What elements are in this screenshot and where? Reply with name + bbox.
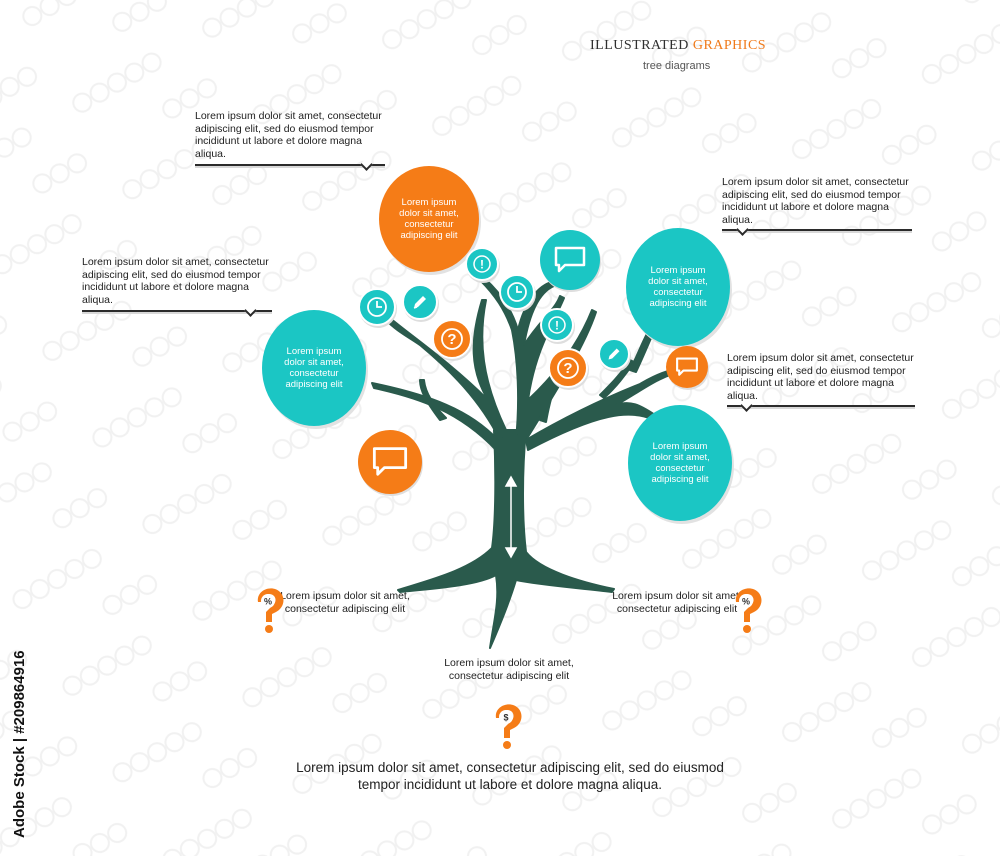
clock-icon-2: [499, 274, 535, 310]
note-top-right-line: [722, 229, 912, 231]
svg-text:Adobe Stock | #209864916: Adobe Stock | #209864916: [11, 650, 28, 838]
exclamation-icon-2: !: [540, 308, 574, 342]
pencil-icon-2: [598, 338, 630, 370]
head-question-dollar-icon: $: [495, 704, 522, 749]
root-label-left: Lorem ipsum dolor sit amet, consectetur …: [280, 590, 410, 615]
question-icon-2: ?: [548, 348, 588, 388]
svg-text:!: !: [480, 258, 484, 272]
note-top-right: Lorem ipsum dolor sit amet, consectetur …: [722, 176, 909, 226]
circle-teal-left: Lorem ipsum dolor sit amet, consectetur …: [262, 310, 366, 426]
speech-bubble-icon: [540, 230, 600, 290]
circle-teal-right-bottom: Lorem ipsum dolor sit amet, consectetur …: [628, 405, 732, 521]
note-mid-right-line: [727, 405, 915, 407]
note-mid-left: Lorem ipsum dolor sit amet, consectetur …: [82, 256, 269, 306]
svg-text:%: %: [264, 597, 272, 607]
svg-text:?: ?: [447, 331, 456, 348]
svg-text:%: %: [742, 597, 750, 607]
diagram-subtitle: tree diagrams: [643, 60, 711, 72]
head-question-percent-icon-2: %: [735, 588, 762, 633]
stock-id-label: Adobe Stock | #209864916: [11, 650, 28, 838]
head-question-percent-icon: %: [257, 588, 284, 633]
svg-text:$: $: [503, 713, 508, 723]
pencil-icon: [402, 284, 438, 320]
root-label-right: Lorem ipsum dolor sit amet, consectetur …: [612, 590, 742, 615]
root-label-bottom: Lorem ipsum dolor sit amet, consectetur …: [444, 657, 574, 682]
note-mid-left-line: [82, 310, 272, 312]
note-top-left-line: [195, 164, 385, 166]
svg-text:?: ?: [563, 360, 572, 377]
circle-orange-top: Lorem ipsum dolor sit amet, consectetur …: [379, 166, 479, 272]
title-accent: GRAPHICS: [692, 38, 767, 53]
note-top-left: Lorem ipsum dolor sit amet, consectetur …: [195, 110, 382, 160]
speech-bubble-icon-3: [358, 430, 422, 494]
exclamation-icon: !: [465, 247, 499, 281]
circle-teal-right-top: Lorem ipsum dolor sit amet, consectetur …: [626, 228, 730, 346]
clock-icon: [358, 288, 396, 326]
speech-bubble-icon-2: [666, 346, 708, 388]
question-icon: ?: [432, 319, 472, 359]
footer-text: Lorem ipsum dolor sit amet, consectetur …: [296, 760, 724, 792]
svg-text:!: !: [555, 319, 559, 333]
diagram-title: ILLUSTRATED GRAPHICS: [590, 38, 767, 53]
note-mid-right: Lorem ipsum dolor sit amet, consectetur …: [727, 352, 914, 402]
